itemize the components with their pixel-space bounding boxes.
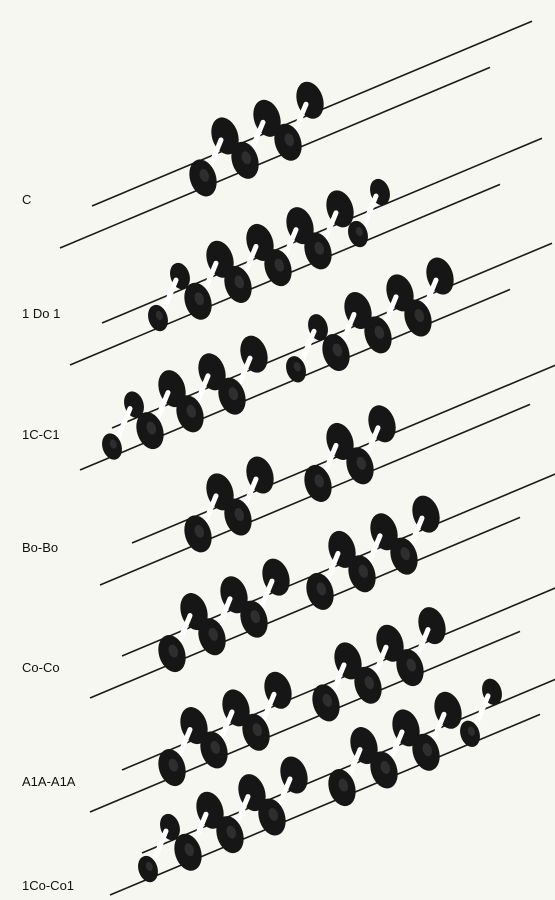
far-wheel — [296, 81, 324, 119]
wheel-hub — [155, 310, 163, 321]
wheel-hub — [356, 456, 367, 470]
wheel-hub — [284, 133, 295, 147]
far-wheel — [368, 405, 396, 443]
wheel-hub — [168, 758, 179, 772]
wheel-hub — [199, 168, 210, 182]
wheel-hub — [109, 439, 117, 449]
wheel-hub — [400, 547, 411, 561]
axle — [113, 406, 133, 446]
wheel-hub — [364, 676, 375, 690]
wheel-hub — [226, 825, 237, 839]
rails-layer — [59, 20, 555, 896]
near-rail — [89, 630, 521, 813]
far-wheel — [426, 257, 454, 295]
axle — [159, 277, 179, 317]
wheelsets-layer — [102, 81, 502, 883]
wheel-hub — [316, 582, 327, 596]
label-bo-bo: Bo-Bo — [22, 540, 59, 555]
wheel-hub — [252, 723, 263, 737]
wheel-hub — [314, 241, 325, 255]
wheel-hub — [322, 693, 333, 707]
wheel-hub — [186, 404, 197, 418]
wheel-hub — [355, 226, 363, 237]
label-c: C — [22, 192, 32, 207]
wheel-hub — [194, 292, 205, 306]
label-1-do-1: 1 Do 1 — [22, 306, 61, 321]
far-wheel — [434, 691, 462, 729]
wheel-hub — [228, 387, 239, 401]
wheel-hub — [250, 610, 261, 624]
wheel-hub — [210, 740, 221, 754]
wheel-hub — [406, 658, 417, 672]
label-1co-co1: 1Co-Co1 — [22, 878, 75, 893]
wheel-hub — [422, 743, 433, 757]
wheel-hub — [414, 309, 425, 322]
wheel-hub — [332, 343, 343, 357]
wheel-hub — [338, 778, 349, 792]
far-wheel — [418, 607, 446, 645]
axle — [359, 193, 379, 233]
wheel-hub — [314, 474, 325, 488]
wheel-hub — [380, 760, 391, 774]
wheel-hub — [234, 508, 245, 521]
wheel-hub — [168, 644, 179, 658]
label-1c-c1: 1C-C1 — [22, 427, 60, 442]
label-a1a-a1a: A1A-A1A — [22, 774, 76, 789]
axle — [297, 328, 317, 368]
far-rail — [101, 137, 543, 324]
far-wheel — [262, 558, 290, 596]
axle — [471, 693, 491, 733]
wheel-hub — [358, 564, 369, 578]
wheel-hub — [467, 726, 475, 736]
far-wheel — [412, 495, 440, 533]
wheel-hub — [268, 807, 279, 821]
wheel-hub — [274, 258, 285, 272]
wheel-hub — [146, 421, 157, 435]
wheel-hub — [184, 843, 195, 857]
near-rail — [89, 516, 521, 699]
near-rail — [59, 66, 491, 249]
far-wheel — [246, 456, 274, 494]
wheel-hub — [145, 861, 153, 872]
wheel-hub — [241, 151, 252, 165]
wheel-hub — [194, 524, 205, 538]
wheel-hub — [208, 627, 219, 641]
wheel-hub — [234, 275, 245, 289]
axle — [149, 828, 169, 868]
far-wheel — [264, 671, 292, 709]
label-co-co: Co-Co — [22, 660, 60, 675]
far-wheel — [280, 756, 308, 794]
far-wheel — [240, 335, 268, 373]
wheel-hub — [293, 362, 301, 372]
wheel-hub — [374, 325, 385, 339]
